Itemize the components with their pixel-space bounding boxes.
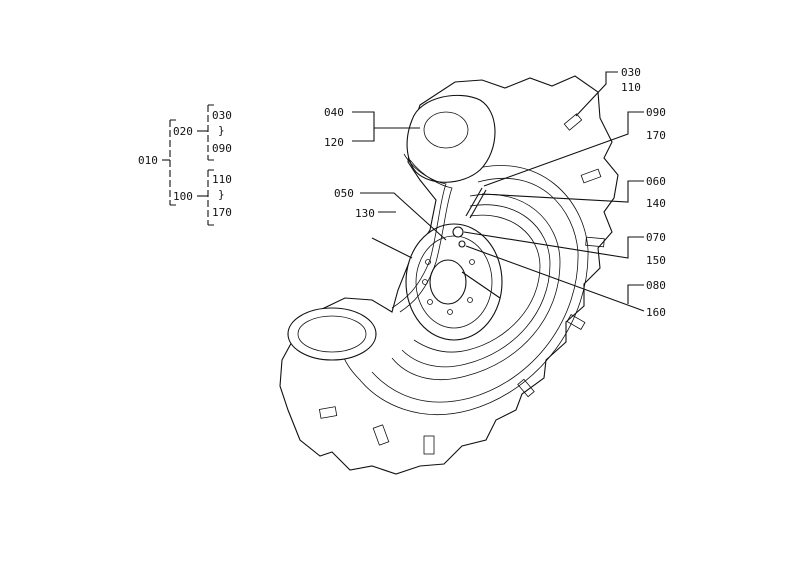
tree-root-label: 010 xyxy=(138,154,158,167)
leader-line xyxy=(483,111,644,187)
callout-060: 060 xyxy=(646,175,666,188)
tire-cross-section-inner xyxy=(423,111,469,149)
callout-170: 170 xyxy=(646,129,666,142)
callout-040: 040 xyxy=(324,106,344,119)
tree-bracket-ends xyxy=(208,104,214,161)
valve-stem xyxy=(469,189,487,219)
tree-bracket-ends xyxy=(170,119,176,206)
callout-140: 140 xyxy=(646,197,666,210)
leader-line xyxy=(371,237,413,259)
leader-line xyxy=(575,71,618,117)
tire-cross-section xyxy=(287,307,377,361)
lug-slot xyxy=(423,435,435,455)
callouts: 030 110 040 120 090 170 050 130 060 140 … xyxy=(324,66,666,319)
wheel-hub-hole xyxy=(429,259,467,305)
callout-110: 110 xyxy=(621,81,641,94)
callout-150: 150 xyxy=(646,254,666,267)
valve-washer xyxy=(458,240,466,248)
tire-inner-edge xyxy=(371,177,579,403)
valve-nut xyxy=(452,226,464,238)
leader-line xyxy=(352,128,375,142)
tire-illustration xyxy=(279,75,619,475)
tree-group-a-from: 030 xyxy=(212,109,232,122)
hierarchy-tree: 010 020 030 } 090 100 110 } 170 xyxy=(138,104,232,226)
leader-line xyxy=(463,231,644,259)
tire-cross-section-inner xyxy=(297,315,367,353)
rim-ring xyxy=(413,214,541,353)
lug-slot xyxy=(580,168,602,184)
leader-line xyxy=(481,180,644,203)
callout-130: 130 xyxy=(355,207,375,220)
lug-slot xyxy=(517,378,535,398)
callout-030: 030 xyxy=(621,66,641,79)
leader-line xyxy=(352,111,420,129)
rim-ring xyxy=(401,204,551,368)
bolt-hole xyxy=(427,299,433,305)
callout-070: 070 xyxy=(646,231,666,244)
inner-tube xyxy=(399,159,453,313)
bolt-hole xyxy=(447,309,453,315)
bolt-hole xyxy=(467,297,473,303)
leader-line xyxy=(461,271,501,299)
lug-slot xyxy=(566,313,586,331)
tree-group-b-to: 170 xyxy=(212,206,232,219)
callout-080: 080 xyxy=(646,279,666,292)
tree-group-b-sep: } xyxy=(218,188,225,201)
rim-ring xyxy=(391,194,561,380)
callout-050: 050 xyxy=(334,187,354,200)
tree-group-b-label: 100 xyxy=(173,190,193,203)
tree-bracket-ends xyxy=(208,169,214,226)
callout-120: 120 xyxy=(324,136,344,149)
leader-line xyxy=(627,284,644,304)
tree-group-a-label: 020 xyxy=(173,125,193,138)
callout-160: 160 xyxy=(646,306,666,319)
tire-inner-edge xyxy=(339,165,589,415)
lug-slot xyxy=(318,406,338,419)
valve-stem xyxy=(465,187,483,217)
leader-line xyxy=(360,192,447,241)
lug-slot xyxy=(563,113,583,131)
tree-group-b-from: 110 xyxy=(212,173,232,186)
leader-line xyxy=(465,245,645,312)
tree-group-a-to: 090 xyxy=(212,142,232,155)
callout-090: 090 xyxy=(646,106,666,119)
bolt-hole xyxy=(469,259,475,265)
lug-slot xyxy=(372,424,390,446)
wheel-disc-inner xyxy=(415,235,493,329)
lug-slot xyxy=(585,236,605,248)
tree-group-a-sep: } xyxy=(218,124,225,137)
